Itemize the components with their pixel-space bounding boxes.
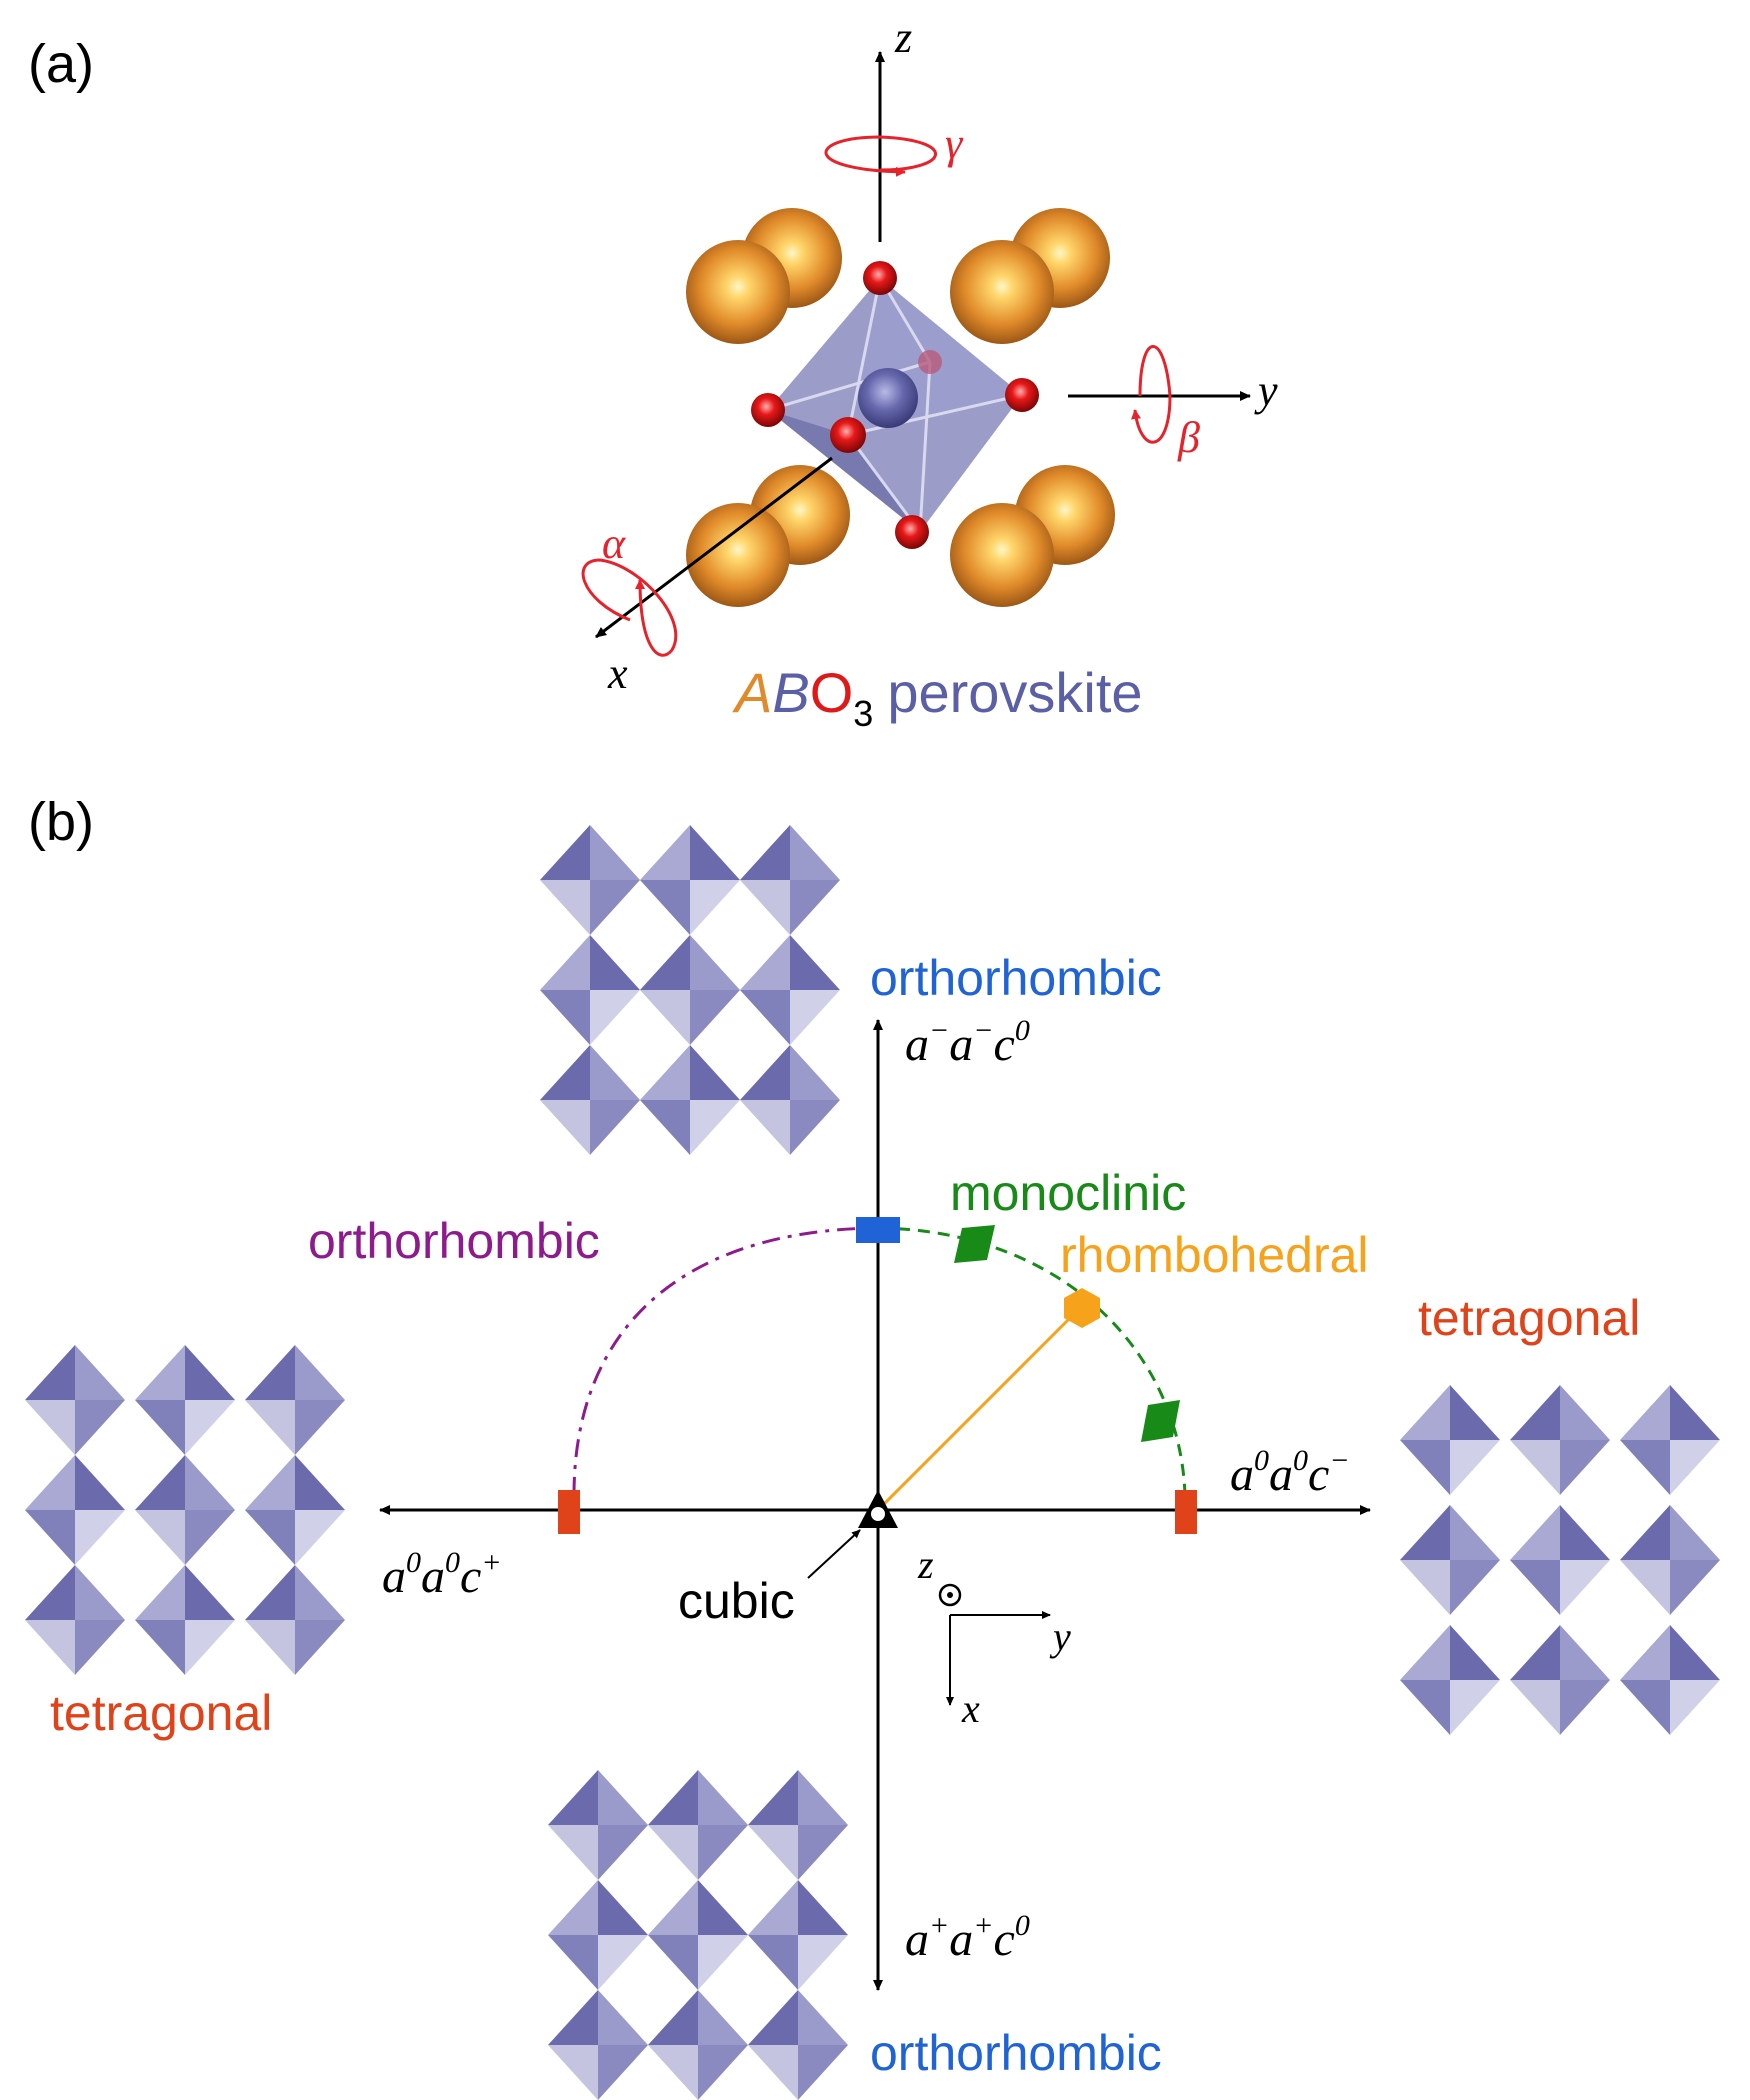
- axis-label-top: a−a−c0: [905, 1014, 1030, 1071]
- tetragonal-marker-right: [1175, 1490, 1197, 1534]
- tetragonal-marker-left: [558, 1490, 580, 1534]
- x-axis-arrow: [595, 456, 833, 639]
- beta-label: β: [1177, 413, 1200, 462]
- axis-label-right: a0a0c−: [1230, 1444, 1350, 1501]
- rhombohedral-marker: [1064, 1288, 1100, 1328]
- reference-frame: [938, 1583, 1051, 1706]
- z-out-of-page-icon: [938, 1583, 962, 1607]
- label-orthorhombic-top: orthorhombic: [870, 950, 1162, 1006]
- gamma-label: γ: [945, 119, 964, 168]
- alpha-label: α: [602, 519, 626, 568]
- phase-axes: [379, 1019, 1371, 1991]
- tiling-right: [1400, 1385, 1720, 1735]
- axis-label-bottom: a+a+c0: [905, 1909, 1030, 1966]
- a-site-atoms: [686, 208, 1115, 607]
- frame-z-label: z: [917, 1542, 934, 1587]
- panel-a-axes: [595, 51, 1251, 639]
- z-axis-label: z: [894, 13, 912, 62]
- rotation-beta: [1131, 345, 1172, 444]
- y-axis-label: y: [1254, 366, 1278, 415]
- rhombohedral-line: [878, 1306, 1082, 1510]
- label-monoclinic: monoclinic: [950, 1165, 1186, 1221]
- tiling-bottom: [548, 1770, 848, 2100]
- frame-x-label: x: [961, 1686, 980, 1731]
- label-tetragonal-right: tetragonal: [1418, 1290, 1640, 1346]
- panel-b-label: (b): [28, 792, 94, 852]
- bo6-octahedron: [767, 277, 1023, 533]
- tiling-left: [25, 1345, 345, 1675]
- monoclinic-marker-lower: [1141, 1400, 1180, 1442]
- b-site-atom: [858, 368, 918, 428]
- oxygen-atoms: [751, 261, 1039, 549]
- panel-a-label: (a): [28, 34, 94, 94]
- orthorhombic-arc: [572, 1226, 879, 1496]
- rotation-alpha: [581, 558, 678, 657]
- orthorhombic-marker: [856, 1217, 900, 1243]
- frame-y-label: y: [1049, 1614, 1071, 1659]
- tiling-top: [540, 825, 840, 1155]
- label-tetragonal-left: tetragonal: [50, 1685, 272, 1741]
- cubic-pointer: [807, 1529, 861, 1579]
- label-cubic: cubic: [678, 1573, 795, 1629]
- label-rhombohedral: rhombohedral: [1060, 1227, 1369, 1283]
- axis-label-left: a0a0c+: [382, 1546, 502, 1603]
- rotation-gamma: [824, 135, 937, 177]
- label-orthorhombic-bottom: orthorhombic: [870, 2025, 1162, 2081]
- monoclinic-marker-upper: [954, 1225, 995, 1263]
- x-axis-label: x: [607, 649, 628, 698]
- label-orthorhombic-left: orthorhombic: [308, 1213, 600, 1269]
- monoclinic-arc: [877, 1226, 1187, 1496]
